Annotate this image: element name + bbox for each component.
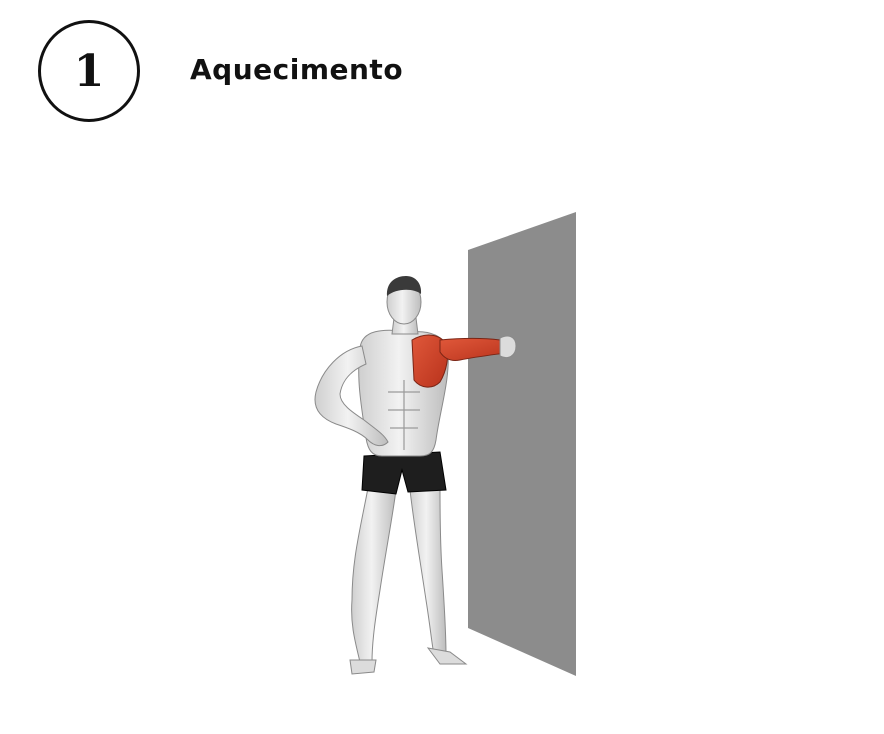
highlighted-chest-muscle — [411, 334, 449, 388]
step-title: Aquecimento — [190, 53, 404, 86]
wall-panel — [468, 212, 576, 676]
step-number: 1 — [73, 46, 105, 97]
athlete-figure — [314, 276, 517, 675]
step-number-badge: 1 — [38, 20, 140, 122]
